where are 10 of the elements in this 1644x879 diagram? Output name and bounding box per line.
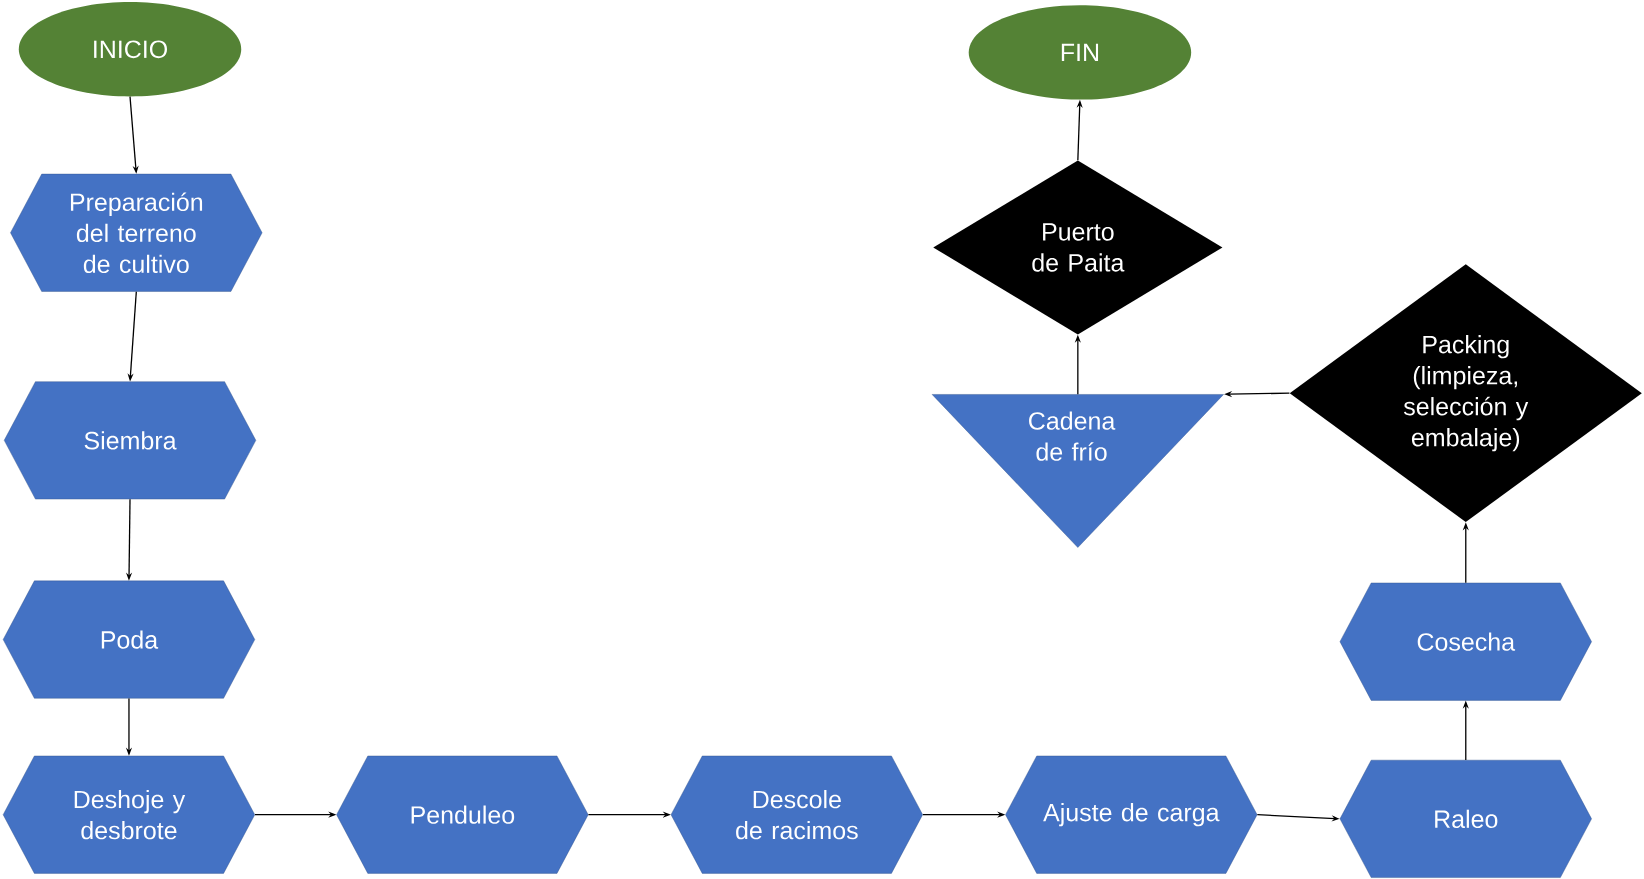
process-hexagon: Ajuste de carga: [1005, 755, 1258, 874]
process-hexagon: Descole de racimos: [670, 755, 923, 874]
process-hexagon: Poda: [2, 580, 255, 699]
storage-triangle: Cadena de frío: [931, 394, 1224, 548]
process-hexagon: Cosecha: [1339, 582, 1592, 701]
process-hexagon: Penduleo: [336, 755, 589, 874]
process-hexagon: Preparación del terreno de cultivo: [10, 173, 263, 292]
process-hexagon: Raleo: [1339, 759, 1592, 878]
process-hexagon: Siembra: [4, 381, 257, 500]
process-hexagon: Deshoje y desbrote: [2, 755, 255, 874]
